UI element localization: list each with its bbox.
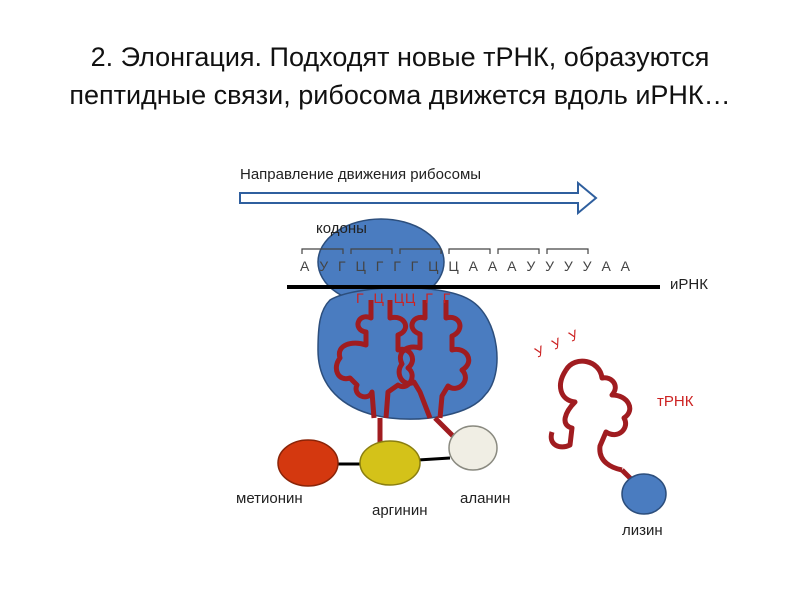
methionine-circle	[278, 440, 338, 486]
arginine-circle	[360, 441, 420, 485]
arginine-label: аргинин	[372, 502, 427, 519]
trna-label: тРНК	[657, 393, 693, 410]
mrna-sequence: А У Г Ц Г Г Г Ц Ц А А А У У У У А А	[300, 258, 633, 274]
peptide-bond-2	[418, 458, 450, 460]
codons-label: кодоны	[316, 220, 367, 237]
direction-label: Направление движения рибосомы	[240, 166, 481, 183]
alanine-label: аланин	[460, 490, 510, 507]
trna-3	[551, 361, 630, 470]
mrna-label: иРНК	[670, 276, 708, 293]
lysine-circle	[622, 474, 666, 514]
alanine-circle	[449, 426, 497, 470]
methionine-label: метионин	[236, 490, 303, 507]
lysine-label: лизин	[622, 522, 663, 539]
direction-arrow	[240, 183, 596, 213]
anticodon-2: Ц Г Г	[405, 290, 453, 306]
trna-2-stem	[435, 418, 455, 438]
anticodon-1: Г Ц Ц	[356, 290, 407, 306]
